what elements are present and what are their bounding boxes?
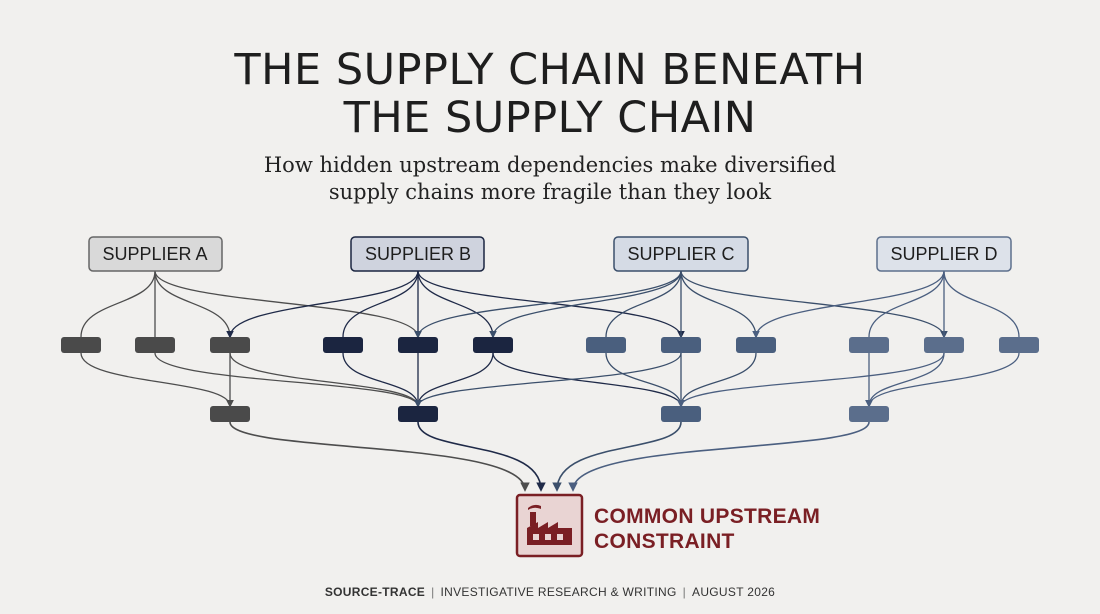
tier-edge	[677, 352, 945, 408]
tier-edge	[677, 352, 757, 408]
tier-edge	[414, 352, 494, 408]
tier1-node	[135, 337, 175, 353]
tier-edge	[605, 352, 685, 408]
tier-edge	[865, 352, 945, 408]
tier2-node	[661, 406, 701, 422]
constraint-label: COMMON UPSTREAM CONSTRAINT	[594, 504, 820, 554]
tier2-node	[849, 406, 889, 422]
footer: SOURCE-TRACE | INVESTIGATIVE RESEARCH & WR…	[0, 585, 1100, 599]
constraint-edge	[229, 421, 530, 492]
supplier-edge	[868, 270, 945, 338]
tier1-node	[661, 337, 701, 353]
subtitle-line-1: How hidden upstream dependencies make di…	[263, 153, 837, 177]
tier2-node	[398, 406, 438, 422]
supplier-box: SUPPLIER A	[88, 236, 223, 272]
tier1-node	[398, 337, 438, 353]
tier1-node	[586, 337, 626, 353]
supplier-edge	[80, 270, 156, 338]
footer-date: AUGUST 2026	[692, 585, 776, 599]
supplier-edge	[680, 270, 948, 339]
supplier-edge	[154, 270, 422, 339]
tier-edge	[414, 352, 682, 408]
factory-icon	[527, 504, 572, 545]
supplier-edge	[414, 270, 682, 339]
constraint-label-line-1: COMMON UPSTREAM	[594, 505, 821, 528]
supplier-box: SUPPLIER C	[613, 236, 749, 272]
supplier-edge	[154, 270, 231, 338]
title-line-2: THE SUPPLY CHAIN	[343, 93, 757, 143]
supplier-boxes: SUPPLIER A SUPPLIER B SUPPLIER C SUPPLIER D	[88, 236, 1012, 272]
tier-edge	[80, 352, 234, 408]
supplier-edge	[680, 270, 757, 338]
tier2-node	[210, 406, 250, 422]
title-line-1: THE SUPPLY CHAIN BENEATH	[234, 45, 866, 95]
tier1-node	[924, 337, 964, 353]
supplier-label: SUPPLIER C	[627, 244, 734, 264]
tier-edge	[342, 352, 422, 408]
tier-edge	[492, 352, 685, 408]
supplier-label: SUPPLIER D	[890, 244, 997, 264]
tier1-node	[61, 337, 101, 353]
tier1-node	[999, 337, 1039, 353]
tier2-nodes	[210, 406, 889, 422]
supplier-edge	[342, 270, 419, 338]
subtitle-line-2: supply chains more fragile than they loo…	[328, 180, 772, 204]
constraint-box	[515, 493, 584, 558]
tier1-nodes	[61, 337, 1039, 353]
supplier-edge	[605, 270, 682, 338]
dependency-edges	[80, 270, 1020, 492]
supplier-box: SUPPLIER D	[876, 236, 1012, 272]
supplier-edge	[417, 270, 494, 338]
tier-edge	[154, 352, 422, 408]
supplier-label: SUPPLIER A	[102, 244, 207, 264]
supplier-edge	[943, 270, 1020, 338]
constraint-icon-frame	[515, 493, 584, 558]
tier-edge	[865, 352, 1020, 408]
supplier-edge	[489, 270, 682, 339]
tier1-node	[736, 337, 776, 353]
constraint-edge	[552, 421, 682, 492]
constraint-edge	[568, 421, 870, 492]
footer-separator: |	[431, 585, 435, 599]
footer-separator: |	[682, 585, 687, 599]
constraint-label-line-2: CONSTRAINT	[594, 530, 735, 553]
tier-edge	[229, 352, 422, 408]
tier1-node	[473, 337, 513, 353]
supplier-box: SUPPLIER B	[350, 236, 485, 272]
tier1-node	[210, 337, 250, 353]
footer-description: INVESTIGATIVE RESEARCH & WRITING	[440, 585, 677, 599]
supplier-edge	[752, 270, 945, 339]
supplier-label: SUPPLIER B	[365, 244, 471, 264]
supplier-edge	[226, 270, 419, 339]
constraint-edge	[417, 421, 546, 492]
tier1-node	[849, 337, 889, 353]
tier1-node	[323, 337, 363, 353]
footer-org: SOURCE-TRACE	[324, 585, 426, 599]
